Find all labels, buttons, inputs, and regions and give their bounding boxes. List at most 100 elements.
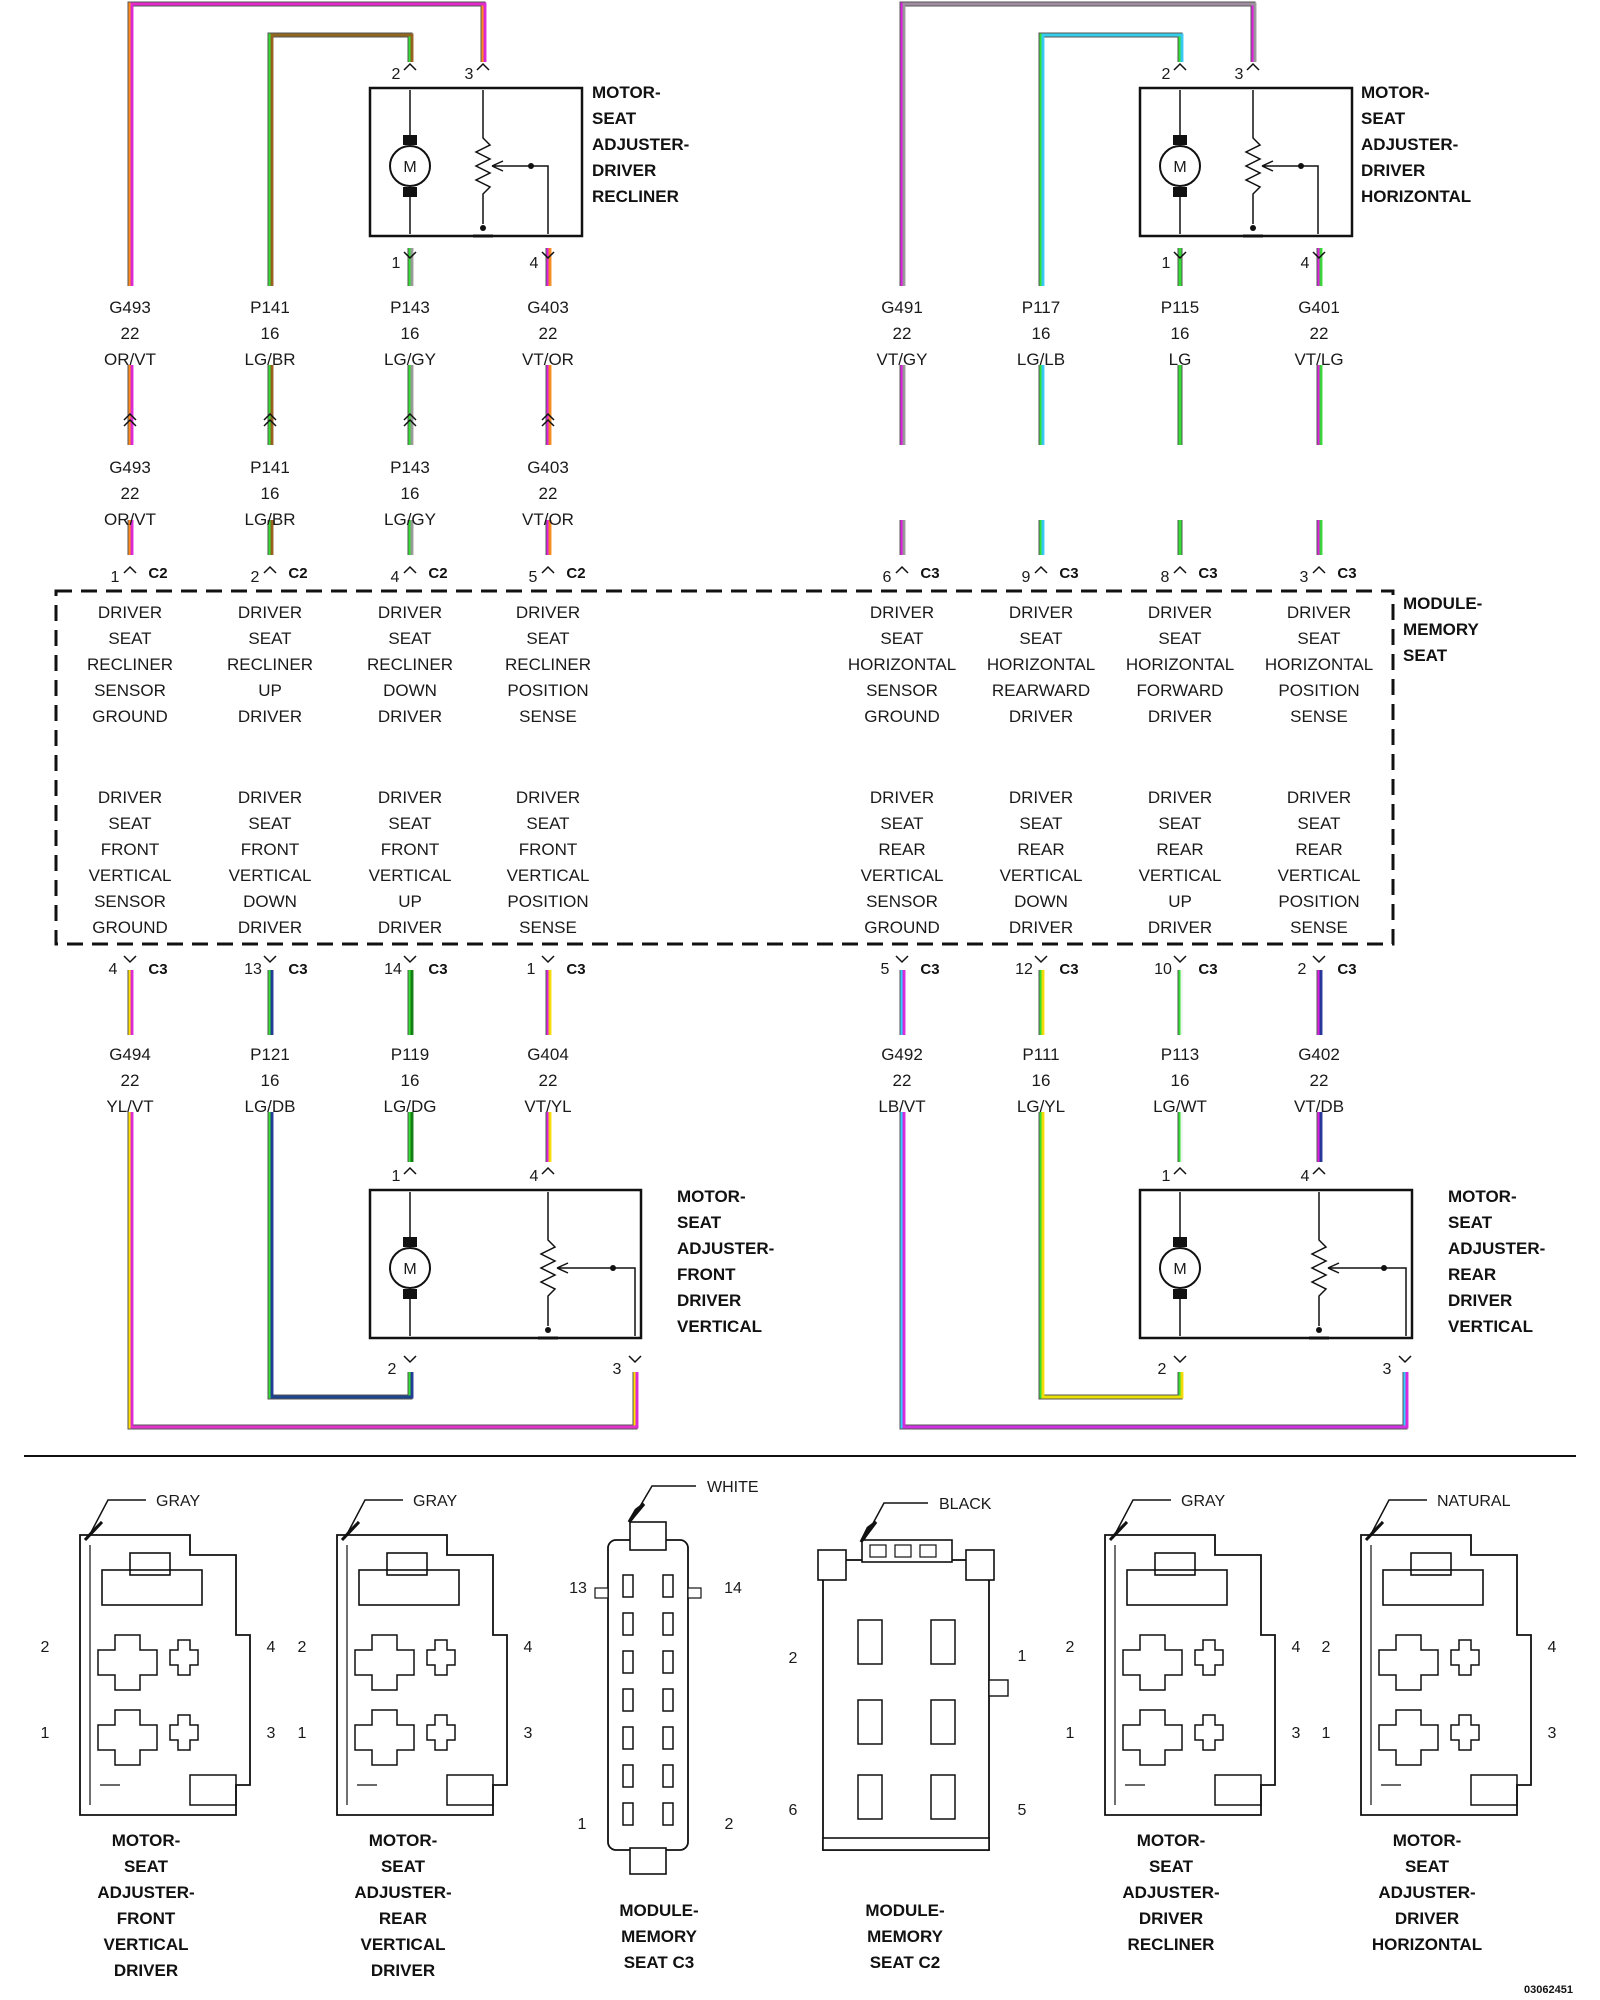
connector-name-line: REAR	[379, 1909, 427, 1928]
wire-color: LB/VT	[878, 1097, 925, 1116]
module-function-line: POSITION	[507, 681, 588, 700]
cavity-number: 4	[1548, 1639, 1557, 1656]
module-function-line: DRIVER	[98, 603, 162, 622]
connector-name-line: SEAT	[1405, 1857, 1450, 1876]
connector-color-label: WHITE	[707, 1479, 759, 1496]
pin-symbol	[1173, 1166, 1187, 1175]
terminal-cavity	[662, 1764, 674, 1788]
pin-symbol	[628, 1355, 642, 1364]
motor-label-line: VERTICAL	[677, 1317, 762, 1336]
module-pin-number: 9	[1022, 569, 1031, 586]
connector-id: C3	[1198, 961, 1217, 978]
junction-dot	[610, 1265, 616, 1271]
module-label-line: SEAT	[1403, 646, 1448, 665]
motor-symbol	[389, 1247, 431, 1289]
diagram-id: 03062451	[1524, 1984, 1573, 1996]
module-pin-number: 12	[1015, 961, 1033, 978]
module-function-line: SENSOR	[866, 681, 938, 700]
terminal-cavity	[1122, 1634, 1183, 1691]
motor-brush	[403, 1289, 417, 1299]
wire-tracer	[270, 970, 414, 1399]
connector-lock	[446, 1774, 494, 1806]
motor-letter: M	[403, 1261, 416, 1278]
circuit-id: G493	[109, 458, 151, 477]
terminal-cavity	[662, 1574, 674, 1598]
module-function-line: RECLINER	[87, 655, 173, 674]
connector-name-line: MODULE-	[619, 1901, 698, 1920]
connector-housing	[822, 1559, 990, 1851]
wire-gauge: 16	[1171, 1071, 1190, 1090]
wire-gauge: 22	[121, 324, 140, 343]
motor-symbol	[1159, 1247, 1201, 1289]
connector-id: C3	[1337, 961, 1356, 978]
connector-latch	[629, 1847, 667, 1875]
module-pin-number: 2	[251, 569, 260, 586]
pin-symbol	[1173, 955, 1187, 964]
connector-view	[1360, 1534, 1532, 1816]
pin-number: 1	[1162, 1168, 1171, 1185]
module-function-line: SEAT	[1019, 814, 1062, 833]
wiper	[1261, 160, 1319, 234]
connector-name-line: SEAT	[124, 1857, 169, 1876]
wire-p121	[267, 970, 414, 1400]
module-function-line: VERTICAL	[89, 866, 172, 885]
module-function-line: SEAT	[1297, 814, 1340, 833]
pin-symbol	[403, 565, 417, 574]
wire-gauge: 16	[261, 1071, 280, 1090]
wiper	[556, 1262, 636, 1336]
pin-number: 4	[530, 255, 539, 272]
pin-number: 2	[388, 1361, 397, 1378]
pin-symbol	[895, 565, 909, 574]
callout-leader	[1112, 1499, 1171, 1539]
module-function-line: DOWN	[243, 892, 297, 911]
callout-leader	[87, 1499, 146, 1539]
cavity-number: 3	[1292, 1725, 1301, 1742]
motor-label-line: DRIVER	[1361, 161, 1425, 180]
module-label-line: MODULE-	[1403, 594, 1482, 613]
terminal-cavity	[857, 1619, 883, 1665]
wire-gauge: 22	[539, 1071, 558, 1090]
cavity-number: 2	[41, 1639, 50, 1656]
module-function-line: VERTICAL	[369, 866, 452, 885]
module-function-line: SEAT	[248, 814, 291, 833]
motor-label-line: ADJUSTER-	[592, 135, 689, 154]
module-function-line: DRIVER	[378, 918, 442, 937]
inline-connector-symbol	[541, 418, 555, 427]
connector-name-line: DRIVER	[1139, 1909, 1203, 1928]
connector-latch	[629, 1521, 667, 1551]
module-function-line: REAR	[878, 840, 925, 859]
label-gap	[262, 286, 278, 365]
wire-gauge: 16	[1171, 324, 1190, 343]
connector-id: C3	[1059, 961, 1078, 978]
motor-label-line: SEAT	[1448, 1213, 1493, 1232]
connector-id: C3	[428, 961, 447, 978]
terminal-cavity	[622, 1726, 634, 1750]
callout-arrow	[1108, 1520, 1129, 1542]
module-function-line: SEAT	[1019, 629, 1062, 648]
circuit-id: P111	[1022, 1045, 1059, 1064]
terminal-cavity	[930, 1699, 956, 1745]
module-function-line: POSITION	[1278, 892, 1359, 911]
wiper	[1327, 1262, 1407, 1336]
connector-name-line: SEAT C3	[624, 1953, 695, 1972]
motor-label-line: HORIZONTAL	[1361, 187, 1471, 206]
connector-name-line: ADJUSTER-	[354, 1883, 451, 1902]
pin-number: 1	[1162, 255, 1171, 272]
connector-name-line: VERTICAL	[361, 1935, 446, 1954]
lock-slot	[894, 1544, 912, 1558]
callout-arrow	[859, 1520, 878, 1543]
callout-arrow	[340, 1520, 361, 1542]
connector-base	[822, 1837, 990, 1851]
label-gap	[1033, 286, 1049, 365]
junction-dot	[1381, 1265, 1387, 1271]
connector-id: C2	[566, 565, 585, 582]
terminal-cavity	[1450, 1639, 1480, 1676]
wire-color: LG/GY	[384, 350, 436, 369]
cavity-number: 4	[267, 1639, 276, 1656]
circuit-id: P143	[390, 298, 430, 317]
callout-leader	[1368, 1499, 1427, 1539]
terminal-cavity	[169, 1639, 199, 1676]
label-gap	[1172, 1035, 1188, 1112]
label-gap	[1311, 286, 1327, 365]
